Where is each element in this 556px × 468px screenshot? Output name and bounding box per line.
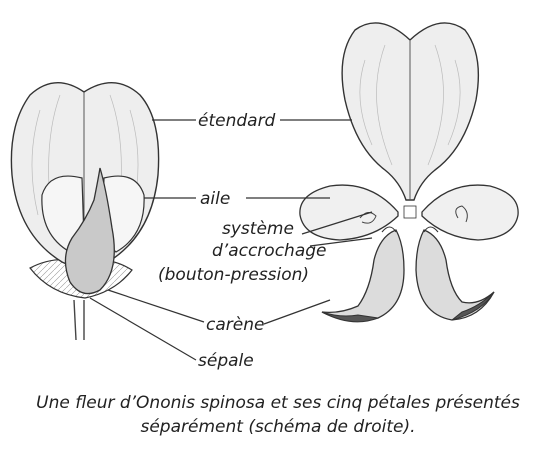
stem [73,299,85,341]
label-systeme-line2: d’accrochage [212,241,326,261]
right-wing-petal-left [299,184,399,241]
left-keel-petal [64,167,115,295]
left-wing-petal-left [41,175,85,253]
label-carene: carène [206,315,264,335]
right-wing-petal-right [421,184,519,241]
whole-flower [10,82,160,341]
label-systeme-line3: (bouton-pression) [158,265,309,285]
label-etendard: étendard [198,111,276,131]
label-systeme-line1: système [222,219,294,239]
leader-lines [89,119,373,361]
flower-illustration: étendard aile système d’accrochage (bout… [10,22,519,371]
label-aile: aile [200,189,230,209]
label-sepale: sépale [198,351,254,371]
caption-line1: Une fleur d’Ononis spinosa et ses cinq p… [36,393,520,413]
caption-line2: séparément (schéma de droite). [140,417,416,437]
right-keel-petal-left [321,229,405,322]
separated-petals [299,22,519,323]
right-keel-petal-right [415,229,495,321]
